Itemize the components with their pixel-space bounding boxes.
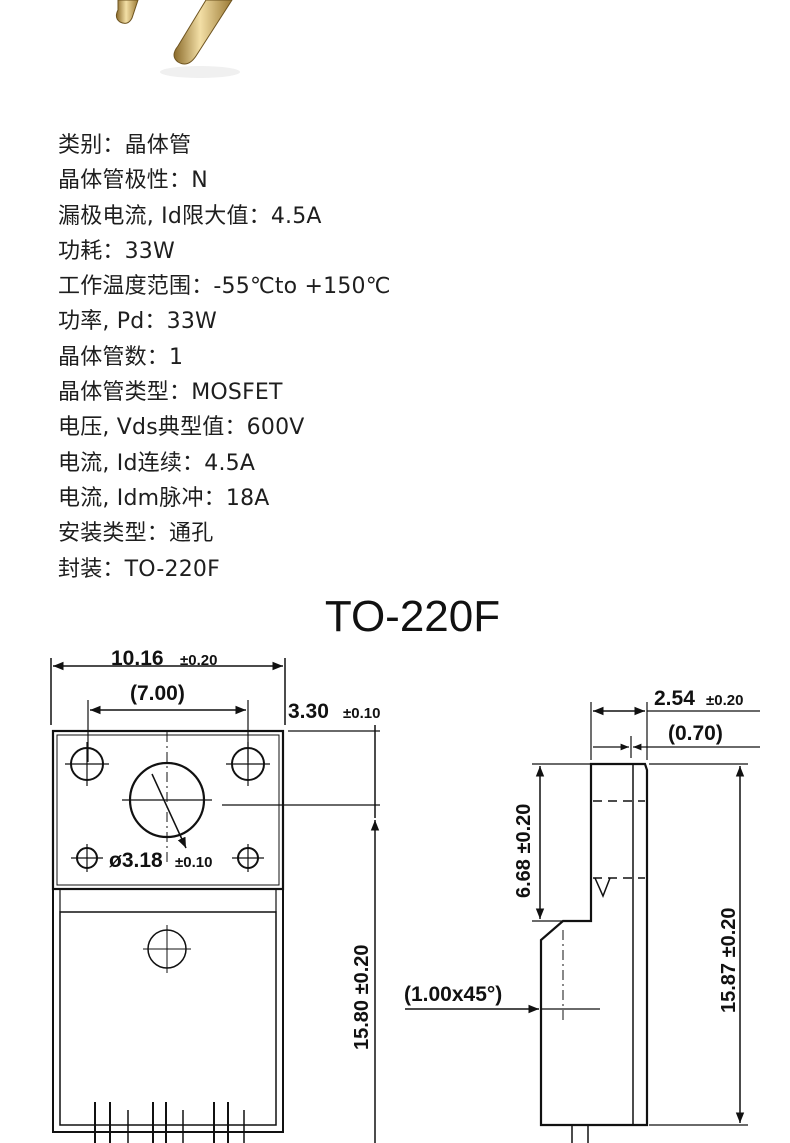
front-view	[50, 658, 380, 1143]
spec-mount-type: 安装类型：通孔	[58, 521, 214, 547]
spec-package: 封装：TO-220F	[58, 556, 220, 582]
component-photo	[0, 0, 790, 90]
dim-hole-offset-tol: ±0.10	[343, 705, 380, 722]
side-view	[405, 702, 760, 1143]
spec-transistor-count: 晶体管数：1	[58, 344, 184, 370]
spec-vds: 电压, Vds典型值：600V	[58, 415, 305, 441]
spec-transistor-type: 晶体管类型：MOSFET	[58, 380, 283, 406]
dim-width-tol: ±0.20	[180, 652, 217, 669]
spec-power-pd: 功率, Pd：33W	[58, 309, 217, 335]
spec-temp-range: 工作温度范围：-55℃to +150℃	[58, 274, 391, 300]
dim-hole-offset-main: 3.30	[288, 700, 329, 723]
dim-total-height: 15.87 ±0.20	[718, 907, 740, 1013]
dim-tab-thickness: (0.70)	[668, 722, 723, 745]
dim-hole-spacing: (7.00)	[130, 682, 185, 705]
dim-body-height: 15.80 ±0.20	[351, 944, 373, 1050]
dim-hole-diameter-main: ø3.18	[109, 849, 163, 872]
package-outline-drawing: 10.16 ±0.20 (7.00) 3.30 ±0.10 ø3.18 ±0.1…	[50, 647, 760, 1143]
dim-width-main: 10.16	[111, 647, 164, 670]
spec-idm-pulse: 电流, Idm脉冲：18A	[58, 485, 270, 511]
dim-tab-height: 6.68 ±0.20	[513, 804, 535, 898]
spec-list: 类别：晶体管 晶体管极性：N 漏极电流, Id限大值：4.5A 功耗：33W 工…	[58, 128, 391, 587]
dim-chamfer: (1.00x45°)	[404, 983, 502, 1006]
dim-hole-diameter-tol: ±0.10	[175, 854, 212, 871]
package-title: TO-220F	[324, 592, 501, 641]
spec-power-dissipation: 功耗：33W	[58, 238, 175, 264]
spec-id-continuous: 电流, Id连续：4.5A	[58, 450, 256, 476]
dim-thickness-main: 2.54	[654, 687, 695, 710]
dim-thickness-tol: ±0.20	[706, 692, 743, 709]
spec-category: 类别：晶体管	[58, 133, 192, 158]
spec-drain-current-max: 漏极电流, Id限大值：4.5A	[58, 203, 322, 229]
spec-polarity: 晶体管极性：N	[58, 168, 208, 194]
